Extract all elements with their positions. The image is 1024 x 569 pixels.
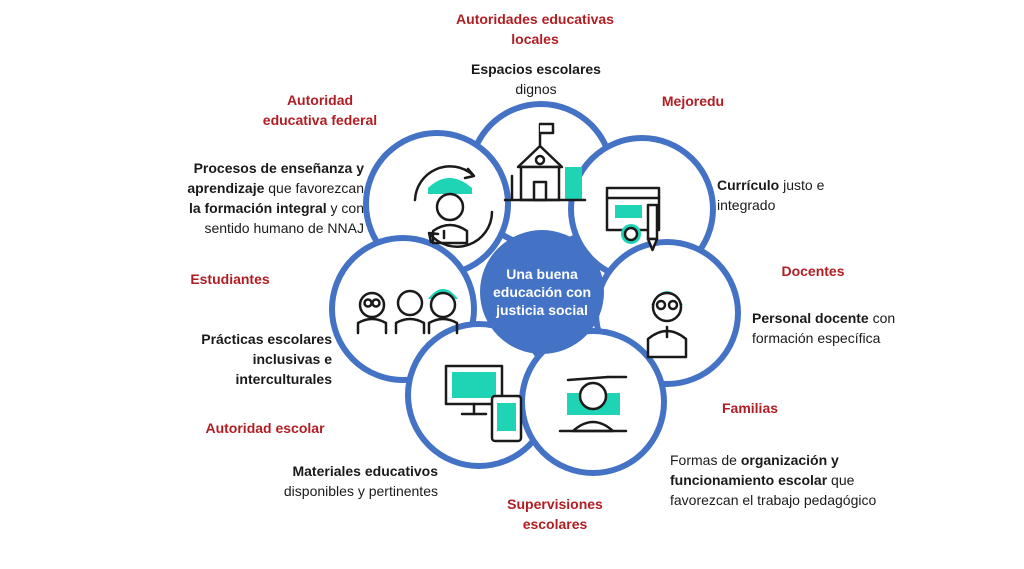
item-formas-rest-3: favorezcan el trabajo pedagógico bbox=[670, 492, 877, 508]
item-practicas-line-1: Prácticas escolares bbox=[201, 331, 332, 347]
actor-autoridad-federal-line-2: educativa federal bbox=[262, 112, 378, 128]
school-icon bbox=[503, 122, 587, 202]
item-curriculo: Currículo justo e integrado bbox=[717, 175, 877, 215]
students-icon bbox=[356, 289, 459, 335]
actor-supervisiones-line-1: Supervisiones bbox=[507, 496, 603, 512]
center-title: Una buena educación con justicia social bbox=[488, 265, 596, 319]
item-formas-rest-2: que bbox=[827, 472, 855, 488]
actor-autoridades-locales-line-1: Autoridades educativas bbox=[456, 11, 614, 27]
item-espacios-rest: dignos bbox=[515, 81, 557, 97]
student-writing-icon bbox=[558, 375, 628, 433]
item-curriculo-rest-2: integrado bbox=[717, 197, 776, 213]
item-formas-bold-2: funcionamiento escolar bbox=[670, 472, 828, 488]
item-procesos-rest-3: y con bbox=[326, 200, 364, 216]
item-personal-bold: Personal docente bbox=[752, 310, 869, 326]
item-procesos-bold-3: la formación integral bbox=[188, 200, 327, 216]
center-line-2: educación con bbox=[492, 284, 592, 300]
item-personal-rest-2: formación específica bbox=[752, 330, 881, 346]
item-practicas-line-2: inclusivas e bbox=[252, 351, 332, 367]
devices-icon bbox=[444, 364, 523, 443]
item-curriculo-rest-1: justo e bbox=[779, 177, 825, 193]
actor-docentes: Docentes bbox=[781, 263, 845, 279]
actor-mejoredu: Mejoredu bbox=[661, 93, 725, 109]
item-procesos-rest-4: sentido humano de NNAJ bbox=[204, 220, 364, 236]
teacher-icon bbox=[646, 291, 688, 359]
item-espacios-bold: Espacios escolares bbox=[471, 61, 601, 77]
item-espacios: Espacios escolares dignos bbox=[436, 59, 636, 99]
center-line-1: Una buena bbox=[506, 266, 578, 282]
item-procesos-bold-1: Procesos de enseñanza y bbox=[193, 160, 364, 176]
curriculum-certificate-icon bbox=[605, 186, 661, 252]
actor-autoridades-locales-line-2: locales bbox=[511, 31, 559, 47]
teacher-cycle-icon bbox=[413, 165, 494, 248]
item-formas-rest-1: Formas de bbox=[670, 452, 741, 468]
item-formas-bold-1: organización y bbox=[740, 452, 839, 468]
actor-autoridad-escolar: Autoridad escolar bbox=[205, 420, 325, 436]
item-practicas-line-3: interculturales bbox=[235, 371, 332, 387]
center-circle bbox=[480, 230, 604, 354]
item-procesos-bold-2: aprendizaje bbox=[187, 180, 265, 196]
item-formas: Formas de organización y funcionamiento … bbox=[670, 450, 920, 510]
actor-supervisiones: Supervisiones escolares bbox=[490, 494, 620, 534]
actor-autoridades-locales: Autoridades educativas locales bbox=[430, 9, 640, 49]
item-personal-rest-1: con bbox=[868, 310, 896, 326]
actor-autoridad-federal-line-1: Autoridad bbox=[286, 92, 354, 108]
actor-estudiantes: Estudiantes bbox=[190, 271, 270, 287]
item-procesos: Procesos de enseñanza y aprendizaje que … bbox=[158, 158, 364, 238]
item-curriculo-bold: Currículo bbox=[717, 177, 780, 193]
actor-autoridad-federal: Autoridad educativa federal bbox=[240, 90, 400, 130]
item-procesos-rest-2: que favorezcan bbox=[264, 180, 364, 196]
actor-familias: Familias bbox=[721, 400, 779, 416]
actor-supervisiones-line-2: escolares bbox=[522, 516, 588, 532]
item-materiales: Materiales educativos disponibles y pert… bbox=[250, 461, 438, 501]
item-practicas: Prácticas escolares inclusivas e intercu… bbox=[160, 329, 332, 389]
item-personal: Personal docente con formación específic… bbox=[752, 308, 932, 348]
center-line-3: justicia social bbox=[496, 302, 588, 318]
item-materiales-rest: disponibles y pertinentes bbox=[283, 483, 438, 499]
item-materiales-bold: Materiales educativos bbox=[292, 463, 438, 479]
